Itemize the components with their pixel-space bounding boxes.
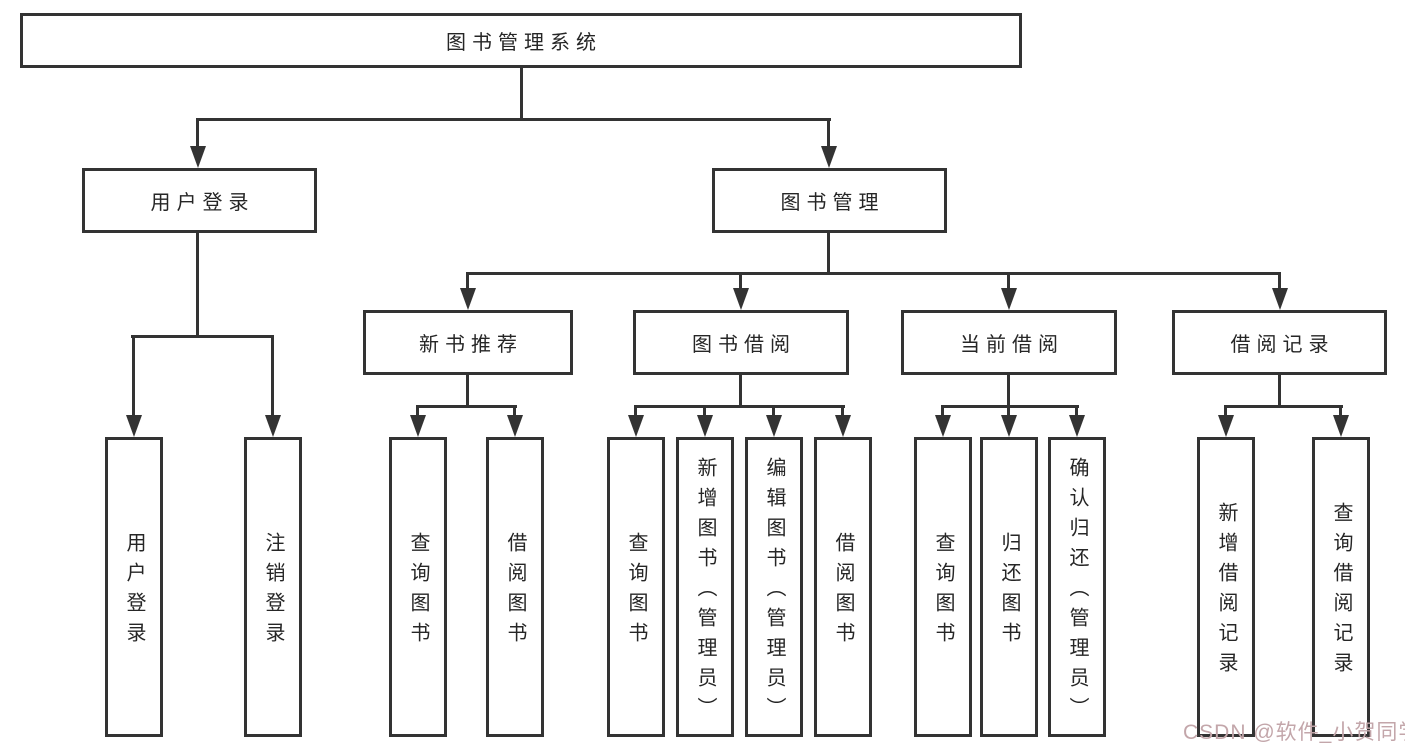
connector-nb-rail (416, 405, 517, 408)
arrowhead-cb-query (935, 415, 951, 437)
arrowhead-cb-confirm (1069, 415, 1085, 437)
arrowhead-nb-borrow (507, 415, 523, 437)
leaf-cb-query-book: 查询图书 (914, 437, 972, 737)
connector-cb-rail (941, 405, 1079, 408)
connector-drop-bb-add (703, 405, 706, 417)
connector-drop-leaf-logout (271, 335, 274, 417)
connector-drop-bb-query (634, 405, 637, 417)
leaf-nb-borrow-book: 借阅图书 (486, 437, 544, 737)
leaf-br-query-record: 查询借阅记录 (1312, 437, 1370, 737)
connector-drop-book-borrow (739, 272, 742, 290)
arrowhead-br-add (1218, 415, 1234, 437)
connector-br-stem (1278, 375, 1281, 408)
node-current-borrow: 当前借阅 (901, 310, 1117, 375)
connector-drop-current-borrow (1007, 272, 1010, 290)
connector-user-login-stem (196, 233, 199, 335)
connector-drop-nb-query (416, 405, 419, 417)
leaf-bb-query-book: 查询图书 (607, 437, 665, 737)
leaf-cb-confirm-return-admin-label: 确认归还（管理员） (1066, 457, 1088, 727)
connector-user-login-rail (131, 335, 274, 338)
node-user-login-label: 用户登录 (150, 192, 255, 214)
node-borrow-records-label: 借阅记录 (1230, 334, 1335, 356)
leaf-br-add-record-label: 新增借阅记录 (1215, 502, 1237, 682)
arrowhead-new-books (460, 288, 476, 310)
leaf-bb-query-book-label: 查询图书 (625, 532, 647, 652)
leaf-br-query-record-label: 查询借阅记录 (1330, 502, 1352, 682)
leaf-bb-edit-book-admin: 编辑图书（管理员） (745, 437, 803, 737)
leaf-cb-return-book-label: 归还图书 (998, 532, 1020, 652)
arrowhead-br-query (1333, 415, 1349, 437)
connector-cb-stem (1007, 375, 1010, 408)
connector-drop-bb-borrow (841, 405, 844, 417)
connector-drop-borrow-records (1278, 272, 1281, 290)
leaf-user-login: 用户登录 (105, 437, 163, 737)
connector-bb-rail (634, 405, 845, 408)
arrowhead-bb-query (628, 415, 644, 437)
leaf-br-add-record: 新增借阅记录 (1197, 437, 1255, 737)
arrowhead-leaf-login (126, 415, 142, 437)
leaf-cb-confirm-return-admin: 确认归还（管理员） (1048, 437, 1106, 737)
arrowhead-bb-edit (766, 415, 782, 437)
connector-drop-nb-borrow (513, 405, 516, 417)
connector-drop-book-mgmt (827, 118, 830, 148)
leaf-bb-borrow-book: 借阅图书 (814, 437, 872, 737)
node-book-borrow-label: 图书借阅 (692, 334, 796, 356)
leaf-logout: 注销登录 (244, 437, 302, 737)
connector-drop-br-query (1339, 405, 1342, 417)
connector-drop-bb-edit (772, 405, 775, 417)
node-new-book-recommend-label: 新书推荐 (419, 334, 523, 356)
arrowhead-borrow-records (1272, 288, 1288, 310)
node-new-book-recommend: 新书推荐 (363, 310, 573, 375)
leaf-nb-query-book-label: 查询图书 (407, 532, 429, 652)
node-book-management: 图书管理 (712, 168, 947, 233)
connector-br-rail (1224, 405, 1343, 408)
connector-level2-rail (196, 118, 831, 121)
arrowhead-bb-add (697, 415, 713, 437)
watermark: CSDN @软件_小贺同学 (1183, 721, 1405, 744)
connector-drop-cb-confirm (1075, 405, 1078, 417)
node-user-login: 用户登录 (82, 168, 317, 233)
arrowhead-leaf-logout (265, 415, 281, 437)
leaf-bb-add-book-admin-label: 新增图书（管理员） (694, 457, 716, 727)
leaf-nb-query-book: 查询图书 (389, 437, 447, 737)
leaf-nb-borrow-book-label: 借阅图书 (504, 532, 526, 652)
leaf-bb-borrow-book-label: 借阅图书 (832, 532, 854, 652)
leaf-cb-query-book-label: 查询图书 (932, 532, 954, 652)
connector-level3-rail (466, 272, 1281, 275)
arrowhead-nb-query (410, 415, 426, 437)
leaf-bb-edit-book-admin-label: 编辑图书（管理员） (763, 457, 785, 727)
arrowhead-current-borrow (1001, 288, 1017, 310)
node-book-management-label: 图书管理 (780, 192, 885, 214)
node-borrow-records: 借阅记录 (1172, 310, 1387, 375)
connector-drop-br-add (1224, 405, 1227, 417)
connector-drop-user-login (196, 118, 199, 148)
node-book-borrow: 图书借阅 (633, 310, 849, 375)
connector-bb-stem (739, 375, 742, 408)
connector-drop-cb-query (941, 405, 944, 417)
arrowhead-book-mgmt (821, 146, 837, 168)
leaf-cb-return-book: 归还图书 (980, 437, 1038, 737)
connector-drop-cb-return (1007, 405, 1010, 417)
arrowhead-user-login (190, 146, 206, 168)
node-root: 图书管理系统 (20, 13, 1022, 68)
leaf-bb-add-book-admin: 新增图书（管理员） (676, 437, 734, 737)
connector-book-mgmt-stem (827, 233, 830, 272)
connector-drop-new-books (466, 272, 469, 290)
node-current-borrow-label: 当前借阅 (960, 334, 1064, 356)
node-root-label: 图书管理系统 (446, 32, 602, 54)
connector-drop-leaf-login (132, 335, 135, 417)
arrowhead-cb-return (1001, 415, 1017, 437)
arrowhead-book-borrow (733, 288, 749, 310)
leaf-logout-label: 注销登录 (262, 532, 284, 652)
connector-root-stem (520, 68, 523, 118)
leaf-user-login-label: 用户登录 (123, 532, 145, 652)
connector-nb-stem (466, 375, 469, 408)
arrowhead-bb-borrow (835, 415, 851, 437)
